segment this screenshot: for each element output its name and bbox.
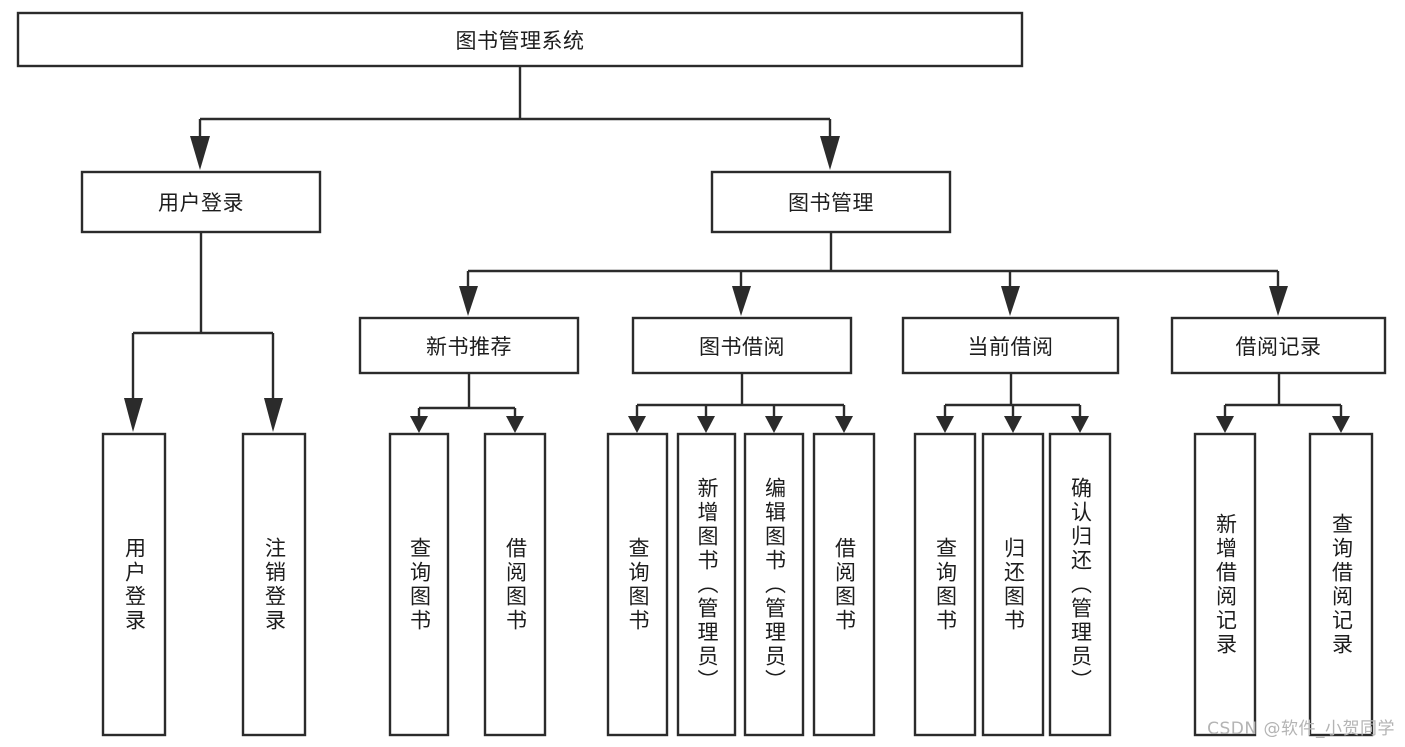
leaf-box-10[interactable] bbox=[1048, 432, 1112, 737]
arrow-head-user-login bbox=[190, 136, 210, 170]
leaf-box-12[interactable] bbox=[1308, 432, 1374, 737]
leaf-box-5[interactable] bbox=[676, 432, 737, 737]
node-box-book-manage[interactable] bbox=[710, 170, 952, 234]
arrow-head-g2-leaf-1 bbox=[410, 416, 428, 433]
leaf-box-7[interactable] bbox=[812, 432, 876, 737]
arrow-head-g5-leaf-1 bbox=[1216, 416, 1234, 433]
leaf-box-4[interactable] bbox=[606, 432, 669, 737]
arrow-head-g3-leaf-4 bbox=[835, 416, 853, 433]
arrow-head-g4-leaf-3 bbox=[1071, 416, 1089, 433]
node-box-root[interactable] bbox=[16, 11, 1024, 68]
arrow-head-book-manage bbox=[820, 136, 840, 170]
node-box-new-book-rec[interactable] bbox=[358, 316, 580, 375]
node-box-user-login[interactable] bbox=[80, 170, 322, 234]
node-box-book-borrow[interactable] bbox=[631, 316, 853, 375]
arrow-head-new-book-rec bbox=[459, 286, 478, 316]
leaf-box-9[interactable] bbox=[981, 432, 1045, 737]
arrow-head-leaf-2 bbox=[264, 398, 283, 432]
arrow-head-g2-leaf-2 bbox=[506, 416, 524, 433]
arrow-head-current-borrow bbox=[1001, 286, 1020, 316]
node-box-borrow-record[interactable] bbox=[1170, 316, 1387, 375]
arrow-head-g3-leaf-2 bbox=[697, 416, 715, 433]
arrow-head-book-borrow bbox=[732, 286, 751, 316]
arrow-head-g4-leaf-1 bbox=[936, 416, 954, 433]
leaf-box-11[interactable] bbox=[1193, 432, 1257, 737]
arrow-head-leaf-1 bbox=[124, 398, 143, 432]
arrow-head-g3-leaf-3 bbox=[765, 416, 783, 433]
leaf-box-8[interactable] bbox=[913, 432, 977, 737]
arrow-head-g5-leaf-2 bbox=[1332, 416, 1350, 433]
leaf-box-3[interactable] bbox=[483, 432, 547, 737]
leaf-box-0[interactable] bbox=[101, 432, 167, 737]
arrow-head-g4-leaf-2 bbox=[1004, 416, 1022, 433]
leaf-box-6[interactable] bbox=[743, 432, 805, 737]
leaf-box-1[interactable] bbox=[241, 432, 307, 737]
watermark-text: CSDN @软件_小贺同学 bbox=[1207, 719, 1395, 739]
arrow-head-g3-leaf-1 bbox=[628, 416, 646, 433]
node-box-current-borrow[interactable] bbox=[901, 316, 1120, 375]
arrow-head-borrow-record bbox=[1269, 286, 1288, 316]
leaf-box-2[interactable] bbox=[388, 432, 450, 737]
